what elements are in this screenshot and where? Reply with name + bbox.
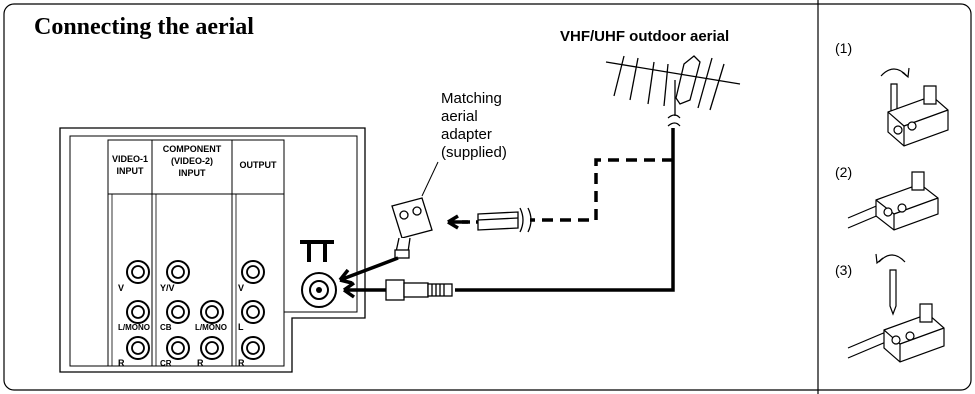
col1-header-line2: INPUT (117, 166, 145, 176)
jack-video1-r (126, 336, 150, 360)
arrow-adapter-to-socket (338, 256, 399, 285)
adapter-label-line2: aerial (441, 108, 478, 125)
label-component-cb: CB (160, 323, 172, 332)
step3-illustration (847, 253, 945, 363)
aerial-cable (455, 128, 675, 292)
jack-component-cr (166, 336, 190, 360)
jack-component-cb (166, 300, 190, 324)
arrow-plug-to-socket (342, 281, 386, 299)
page-title: Connecting the aerial (34, 14, 254, 40)
jack-component-l (200, 300, 224, 324)
label-output-r: R (238, 358, 245, 368)
jack-component-r (200, 336, 224, 360)
col3-header: OUTPUT (240, 160, 278, 170)
outer-frame (3, 3, 972, 391)
col2-header-line2: (VIDEO-2) (171, 156, 213, 166)
antenna-icon (605, 55, 741, 116)
jack-output-v (241, 260, 265, 284)
tv-back-panel: VIDEO-1 INPUT COMPONENT (VIDEO-2) INPUT … (59, 127, 366, 373)
break-mark (667, 114, 681, 127)
screwdriver-icon-2 (889, 269, 897, 316)
label-video1-r: R (118, 358, 125, 368)
label-video1-v: V (118, 283, 124, 293)
jack-output-r (241, 336, 265, 360)
step-1-label: (1) (835, 40, 853, 56)
label-component-mono: L/MONO (195, 323, 227, 332)
antenna-label: VHF/UHF outdoor aerial (560, 28, 730, 45)
arrow-to-adapter (447, 214, 468, 230)
adapter-label: Matching aerial adapter (supplied) (441, 90, 507, 162)
label-output-l: L (238, 322, 244, 332)
matching-aerial-adapter-icon (391, 197, 433, 259)
jack-video1-v (126, 260, 150, 284)
step-3-label: (3) (835, 262, 853, 278)
leader-line (421, 161, 439, 197)
aerial-socket (300, 240, 337, 308)
coax-cable-end (462, 207, 532, 233)
jack-video1-l (126, 300, 150, 324)
step1-illustration (880, 67, 949, 147)
jack-component-y (166, 260, 190, 284)
adapter-label-line4: (supplied) (441, 144, 507, 161)
label-component-r: R (197, 358, 204, 368)
aerial-plug (385, 279, 453, 301)
jack-output-l (241, 300, 265, 324)
dashed-cable (530, 158, 673, 222)
col2-header-line1: COMPONENT (163, 144, 222, 154)
adapter-label-line3: adapter (441, 126, 492, 143)
label-component-y: Y/V (160, 283, 175, 293)
col2-header-line3: INPUT (179, 168, 207, 178)
col1-header-line1: VIDEO-1 (112, 154, 148, 164)
adapter-label-line1: Matching (441, 90, 502, 107)
step-2-label: (2) (835, 164, 853, 180)
label-video1-mono: L/MONO (118, 323, 150, 332)
label-output-v: V (238, 283, 244, 293)
label-component-cr: CR (160, 359, 172, 368)
aerial-symbol-icon (300, 240, 334, 262)
step2-illustration (847, 171, 939, 231)
